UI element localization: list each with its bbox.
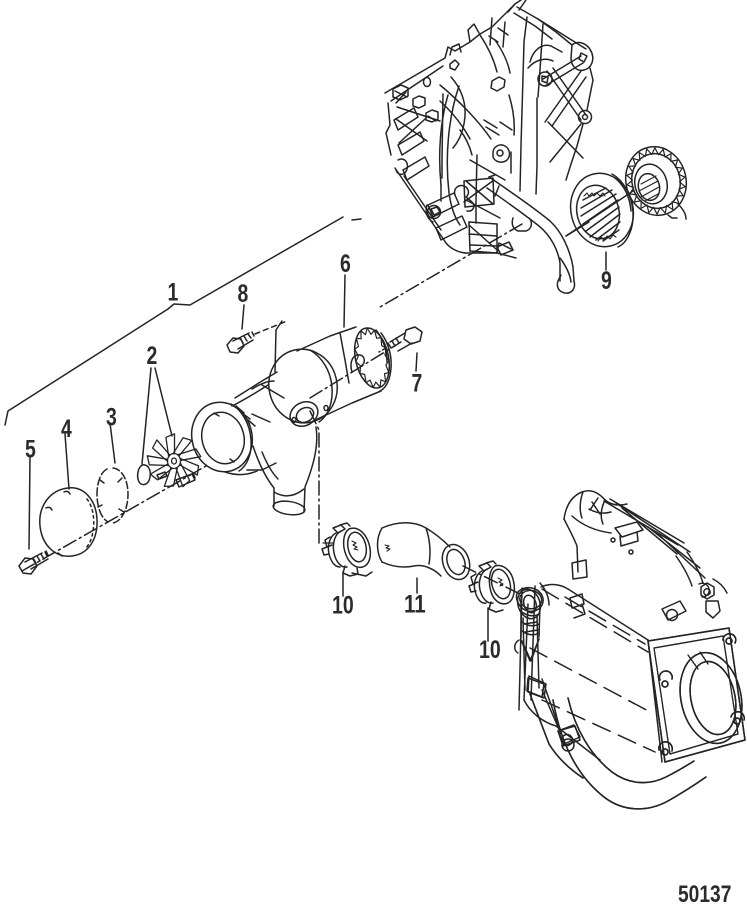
svg-text:7: 7	[412, 370, 423, 398]
svg-text:8: 8	[238, 280, 249, 308]
svg-text:4: 4	[61, 415, 72, 443]
svg-text:9: 9	[601, 267, 612, 295]
svg-text:10: 10	[332, 592, 354, 620]
svg-text:50137: 50137	[678, 881, 731, 907]
svg-text:1: 1	[168, 279, 179, 307]
svg-text:3: 3	[106, 404, 117, 432]
svg-text:11: 11	[404, 591, 426, 619]
svg-text:2: 2	[147, 342, 158, 370]
svg-text:10: 10	[479, 636, 501, 664]
svg-text:6: 6	[340, 250, 351, 278]
svg-text:5: 5	[25, 436, 36, 464]
